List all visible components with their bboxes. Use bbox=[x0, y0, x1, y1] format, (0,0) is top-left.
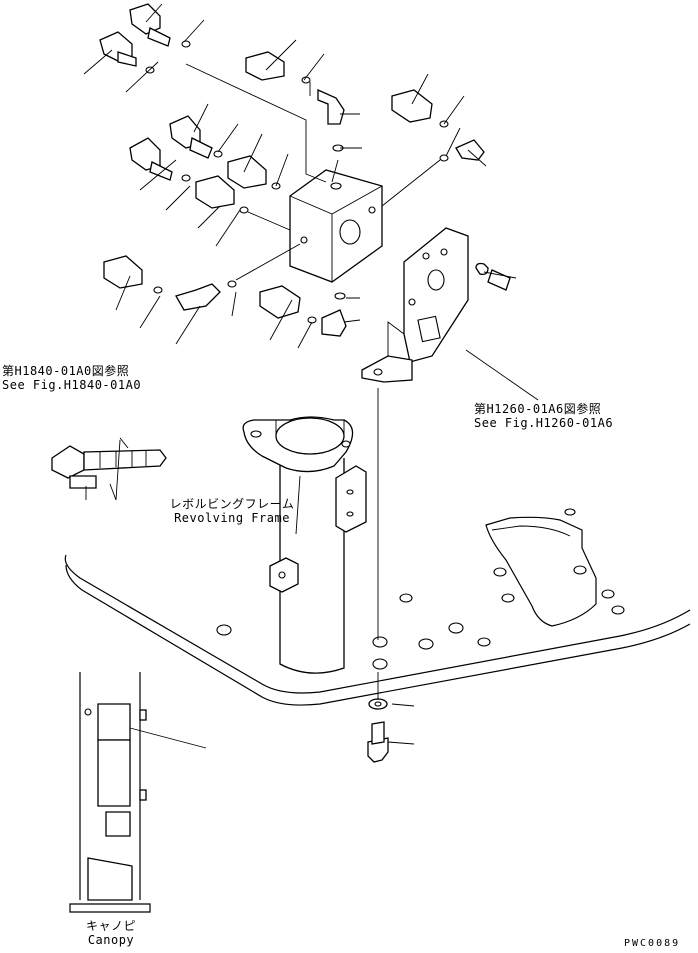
canopy-label-en: Canopy bbox=[87, 933, 135, 947]
drawing-code: PWC0089 bbox=[624, 938, 681, 949]
leader-lines bbox=[83, 3, 539, 749]
hose-assembly bbox=[51, 445, 167, 489]
ref-label-h1260: 第H1260-01A6図参照 See Fig.H1260-01A6 bbox=[474, 402, 613, 430]
fittings bbox=[99, 3, 485, 763]
bracket bbox=[361, 227, 511, 383]
ref-label-h1840-en: See Fig.H1840-01A0 bbox=[2, 378, 142, 392]
canopy-label: キャノピ Canopy bbox=[66, 919, 156, 947]
canopy-label-jp: キャノピ bbox=[85, 919, 136, 933]
ref-label-h1840: 第H1840-01A0図参照 See Fig.H1840-01A0 bbox=[2, 364, 141, 392]
swivel-column bbox=[242, 416, 367, 674]
canopy-post bbox=[69, 672, 151, 913]
frame-holes bbox=[216, 508, 625, 670]
ref-label-h1260-en: See Fig.H1260-01A6 bbox=[474, 416, 614, 430]
manifold-block bbox=[289, 169, 383, 283]
revolving-frame-label-jp: レボルビングフレーム bbox=[169, 497, 295, 511]
revolving-frame-label: レボルビングフレーム Revolving Frame bbox=[164, 497, 300, 525]
ref-label-h1840-jp: 第H1840-01A0図参照 bbox=[2, 364, 130, 378]
revolving-frame-label-en: Revolving Frame bbox=[174, 511, 290, 525]
ref-label-h1260-jp: 第H1260-01A6図参照 bbox=[474, 402, 602, 416]
revolving-frame-plate bbox=[64, 508, 691, 706]
